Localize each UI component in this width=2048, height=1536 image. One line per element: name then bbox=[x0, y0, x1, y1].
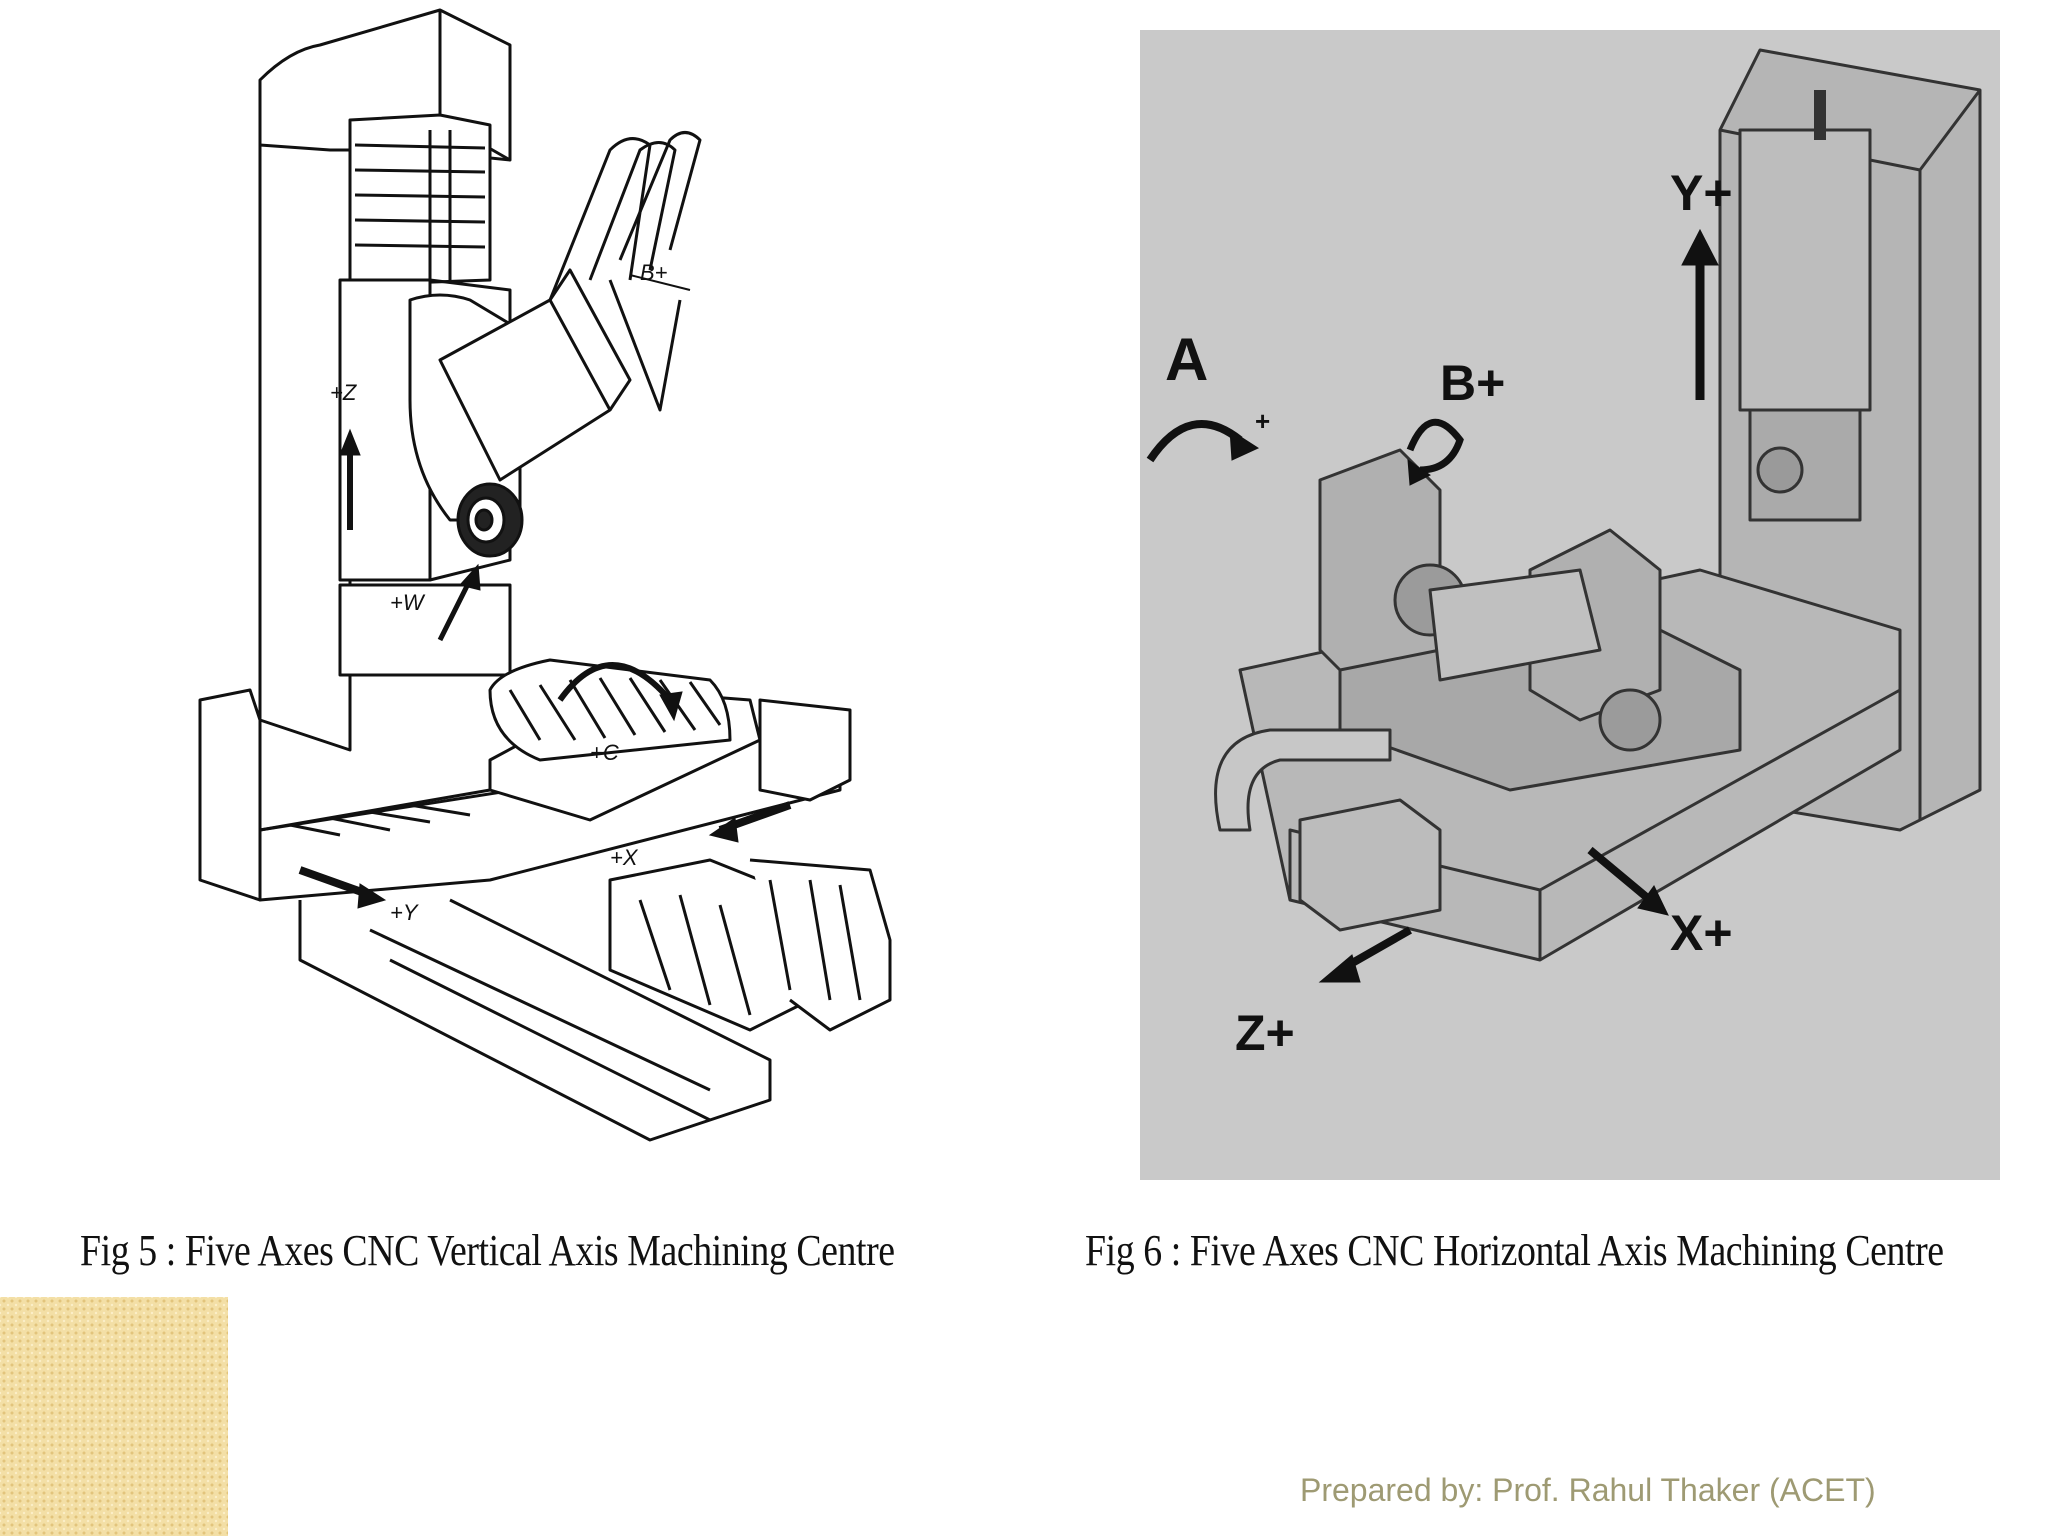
fig5-vertical-machining-centre-diagram: +Z +W B+ +C +X +Y bbox=[198, 8, 892, 1142]
decorative-pattern-block bbox=[0, 1297, 228, 1536]
fig6-x-axis-label: X+ bbox=[1670, 905, 1733, 961]
fig5-x-axis-label: +X bbox=[610, 845, 639, 870]
fig5-c-axis-label: +C bbox=[590, 740, 619, 765]
footer-credit: Prepared by: Prof. Rahul Thaker (ACET) bbox=[1300, 1472, 1876, 1508]
fig6-a-axis-label: A bbox=[1165, 326, 1208, 393]
fig6-y-axis-label: Y+ bbox=[1670, 165, 1733, 221]
fig6-b-axis-label: B+ bbox=[1440, 355, 1505, 411]
fig5-y-axis-label: +Y bbox=[390, 900, 419, 925]
fig5-b-axis-label: B+ bbox=[640, 260, 668, 285]
fig6-horizontal-machining-centre-diagram: A + B+ Y+ X+ Z+ bbox=[1140, 30, 2000, 1180]
fig6-z-axis-label: Z+ bbox=[1235, 1005, 1295, 1061]
fig5-w-axis-label: +W bbox=[390, 590, 426, 615]
head-carriage bbox=[348, 113, 492, 287]
fig6-a-plus-label: + bbox=[1255, 406, 1270, 436]
fig5-z-axis-label: +Z bbox=[330, 380, 358, 405]
fig5-caption: Fig 5 : Five Axes CNC Vertical Axis Mach… bbox=[80, 1226, 895, 1275]
fig6-caption: Fig 6 : Five Axes CNC Horizontal Axis Ma… bbox=[1085, 1226, 1944, 1275]
